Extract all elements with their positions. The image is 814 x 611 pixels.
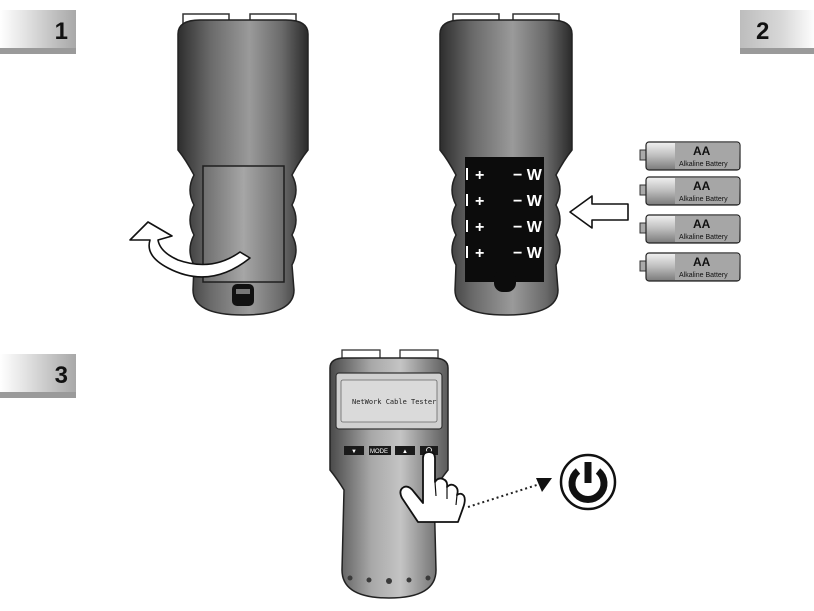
- battery-type-label: Alkaline Battery: [679, 161, 728, 168]
- plus-label: +: [475, 245, 484, 262]
- finger-press-icon: [399, 451, 466, 523]
- down-key-label: ▼: [351, 449, 357, 455]
- power-icon: [559, 453, 617, 511]
- led-indicator: [425, 575, 431, 581]
- mode-key[interactable]: [369, 446, 391, 455]
- battery-size-label: AA: [693, 144, 711, 158]
- step-1-number: 1: [54, 18, 68, 45]
- battery-type-label: Alkaline Battery: [679, 272, 728, 279]
- led-indicator: [386, 578, 392, 584]
- step-3-badge: 3: [0, 354, 76, 398]
- step-3-number: 3: [54, 362, 68, 389]
- minus-label: − W: [513, 245, 543, 262]
- plus-label: +: [475, 167, 484, 184]
- plus-label: +: [475, 219, 484, 236]
- step-2-number: 2: [756, 18, 770, 45]
- power-key[interactable]: [420, 446, 438, 455]
- led-indicator: [347, 575, 353, 581]
- step-2-badge: 2: [740, 10, 814, 54]
- battery: AA Alkaline Battery: [639, 176, 741, 206]
- polarity-row: + − W: [466, 219, 543, 236]
- battery-size-label: AA: [693, 255, 711, 269]
- insert-arrow-icon: [569, 195, 629, 229]
- minus-label: − W: [513, 193, 543, 210]
- battery-type-label: Alkaline Battery: [679, 196, 728, 203]
- dotted-arrow: [467, 478, 552, 508]
- device-back-open: + − W + − W + − W + − W: [439, 13, 573, 316]
- polarity-row: + − W: [466, 193, 543, 210]
- up-key[interactable]: [395, 446, 415, 455]
- battery-compartment: [465, 157, 544, 282]
- device-front: NetWork Cable Tester ▼ MODE ▲: [329, 349, 449, 599]
- down-key[interactable]: [344, 446, 364, 455]
- battery-type-label: Alkaline Battery: [679, 234, 728, 241]
- screw-latch: [232, 284, 254, 306]
- plus-label: +: [475, 193, 484, 210]
- minus-label: − W: [513, 167, 543, 184]
- battery: AA Alkaline Battery: [639, 141, 741, 171]
- minus-label: − W: [513, 219, 543, 236]
- polarity-row: + − W: [466, 167, 543, 184]
- mode-key-label: MODE: [370, 449, 388, 455]
- led-indicator: [366, 577, 372, 583]
- battery-size-label: AA: [693, 217, 711, 231]
- battery: AA Alkaline Battery: [639, 214, 741, 244]
- polarity-row: + − W: [466, 245, 543, 262]
- lcd-screen: [340, 379, 438, 423]
- led-indicator: [406, 577, 412, 583]
- battery-size-label: AA: [693, 179, 711, 193]
- lcd-text: NetWork Cable Tester: [352, 398, 436, 406]
- step-1-badge: 1: [0, 10, 76, 54]
- battery: AA Alkaline Battery: [639, 252, 741, 282]
- up-key-label: ▲: [402, 449, 408, 455]
- flip-arrow-icon: [129, 221, 251, 278]
